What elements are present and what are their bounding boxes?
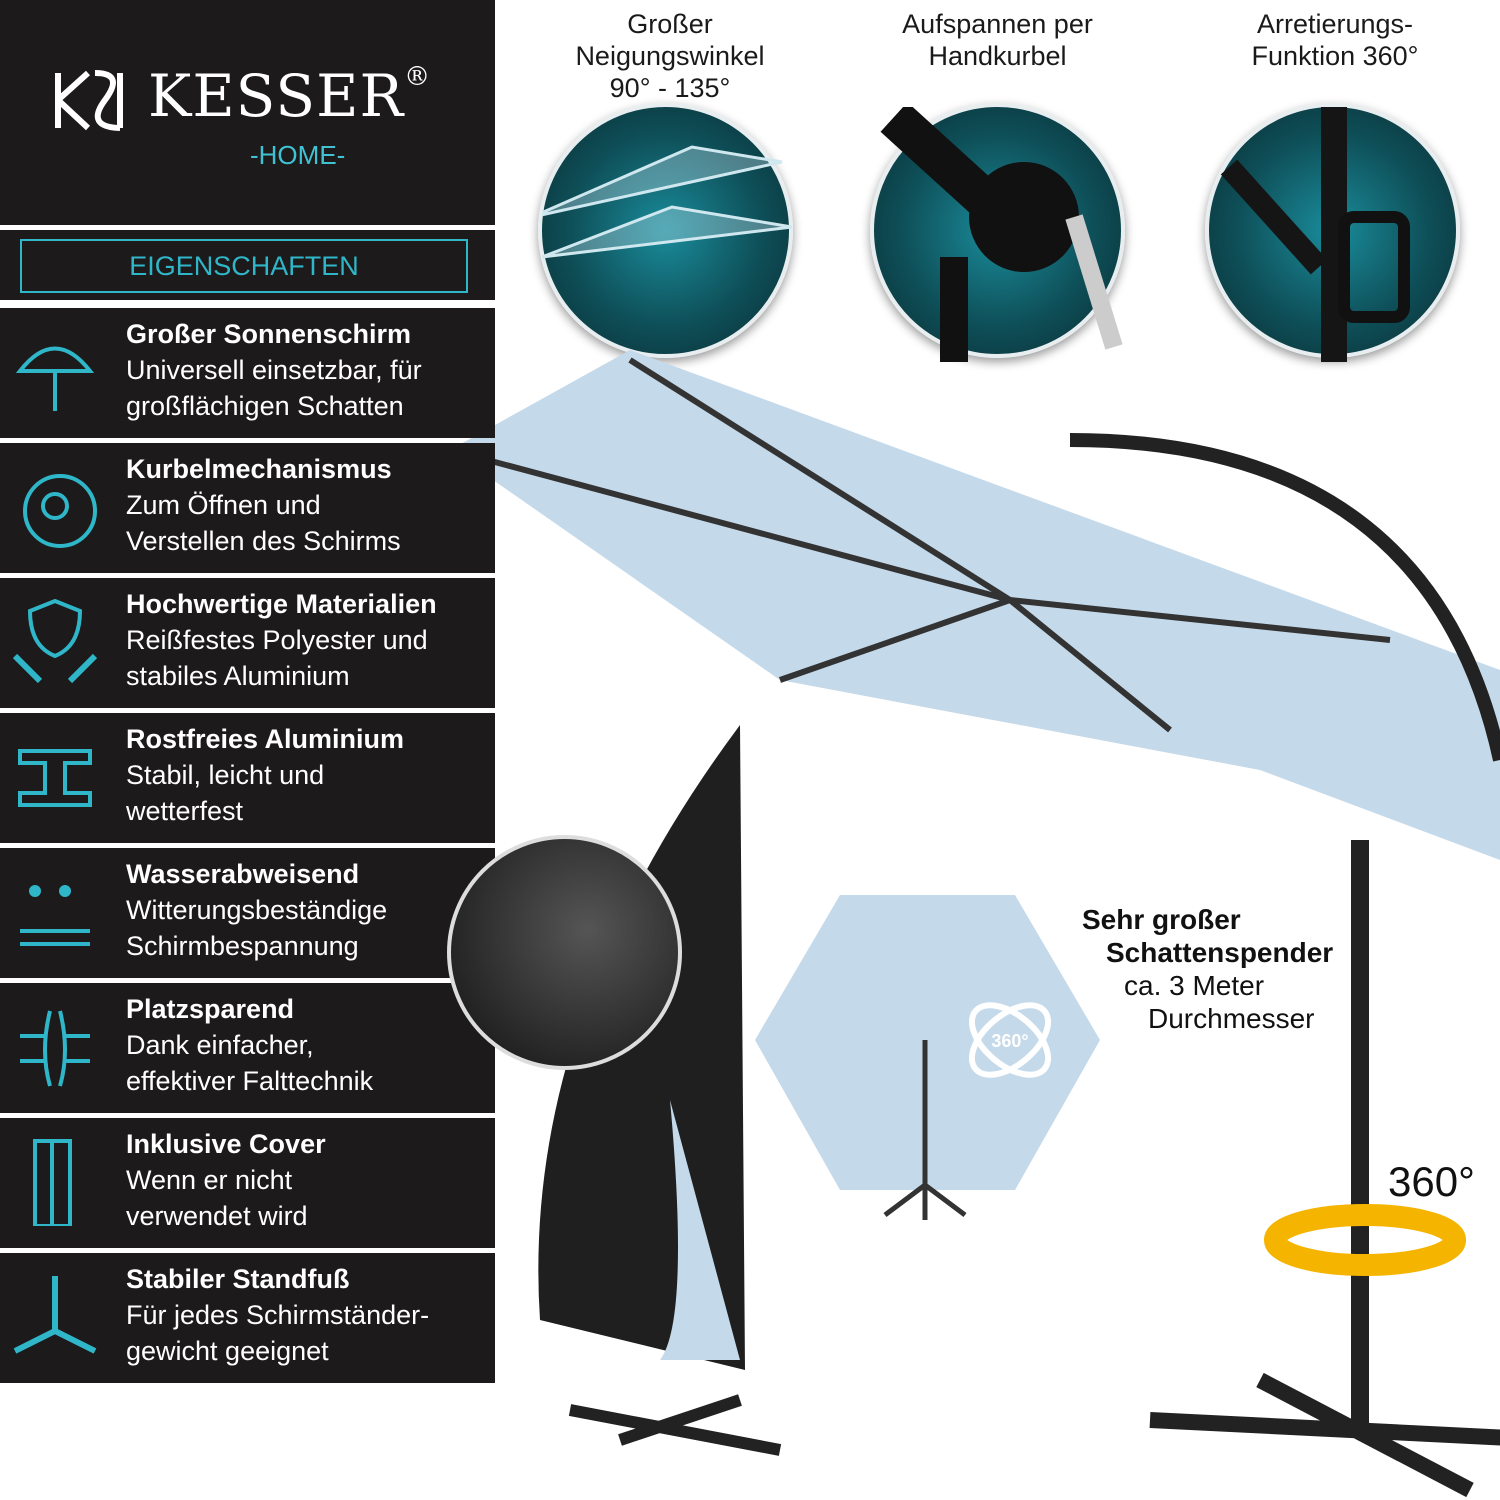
water-drops-icon [20, 885, 90, 946]
svg-text:360°: 360° [991, 1031, 1028, 1051]
feature-title: Rostfreies Aluminium [126, 724, 405, 754]
feature-desc: wetterfest [126, 796, 244, 826]
feature-desc: Stabil, leicht und [126, 760, 325, 790]
feature-title: Stabiler Standfuß [126, 1264, 350, 1294]
shield-hands-icon [12, 598, 98, 684]
water-beading-detail-image [447, 835, 682, 1070]
feature-desc: effektiver Falttechnik [126, 1066, 374, 1096]
crank-detail-image [870, 102, 1125, 367]
feature-desc: Dank einfacher, [126, 1030, 314, 1060]
steel-beam-icon [18, 749, 92, 807]
feature-title: Hochwertige Materialien [126, 589, 437, 619]
caption-lock: Arretierungs-Funktion 360° [1251, 9, 1419, 71]
lock-detail-image [1205, 103, 1460, 367]
feature-desc: Verstellen des Schirms [126, 526, 401, 556]
umbrella-top-view-image: 360° [755, 895, 1100, 1220]
feature-desc: großflächigen Schatten [126, 391, 404, 421]
section-label: EIGENSCHAFTEN [20, 239, 468, 293]
feature-desc: gewicht geeignet [126, 1336, 329, 1366]
feature-desc: Schirmbespannung [126, 931, 359, 961]
rotate-360-icon [968, 1002, 1052, 1078]
feature-desc: Zum Öffnen und [126, 490, 321, 520]
feature-title: Inklusive Cover [126, 1129, 326, 1159]
feature-title: Kurbelmechanismus [126, 454, 392, 484]
kesser-monogram-icon [55, 70, 123, 131]
cover-zipper-icon [33, 1139, 72, 1226]
brand-subtitle: -HOME- [250, 140, 346, 170]
umbrella-icon [15, 346, 95, 411]
feature-desc: Universell einsetzbar, für [126, 355, 422, 385]
feature-desc: Reißfestes Polyester und [126, 625, 428, 655]
feature-desc: verwendet wird [126, 1201, 308, 1231]
protective-cover-image [538, 725, 782, 1456]
feature-desc: stabiles Aluminium [126, 661, 350, 691]
feature-desc: Wenn er nicht [126, 1165, 293, 1195]
umbrella-product-image [449, 350, 1500, 1498]
section-header: EIGENSCHAFTEN [0, 230, 495, 300]
compress-icon [20, 1010, 90, 1087]
crank-icon [23, 474, 97, 548]
feature-title: Wasserabweisend [126, 859, 360, 889]
brand-name: KESSER® [148, 62, 432, 130]
brand-logo-panel: KESSER® -HOME- [0, 0, 495, 225]
stand-base-icon [13, 1276, 97, 1354]
rotation-label: 360° [1388, 1158, 1475, 1205]
feature-desc: Witterungsbeständige [126, 895, 388, 925]
feature-desc: Für jedes Schirmständer- [126, 1300, 430, 1330]
feature-title: Platzsparend [126, 994, 295, 1024]
tilt-detail-image [531, 103, 793, 358]
rotation-arrow-icon [1264, 1204, 1466, 1276]
feature-title: Großer Sonnenschirm [126, 319, 412, 349]
